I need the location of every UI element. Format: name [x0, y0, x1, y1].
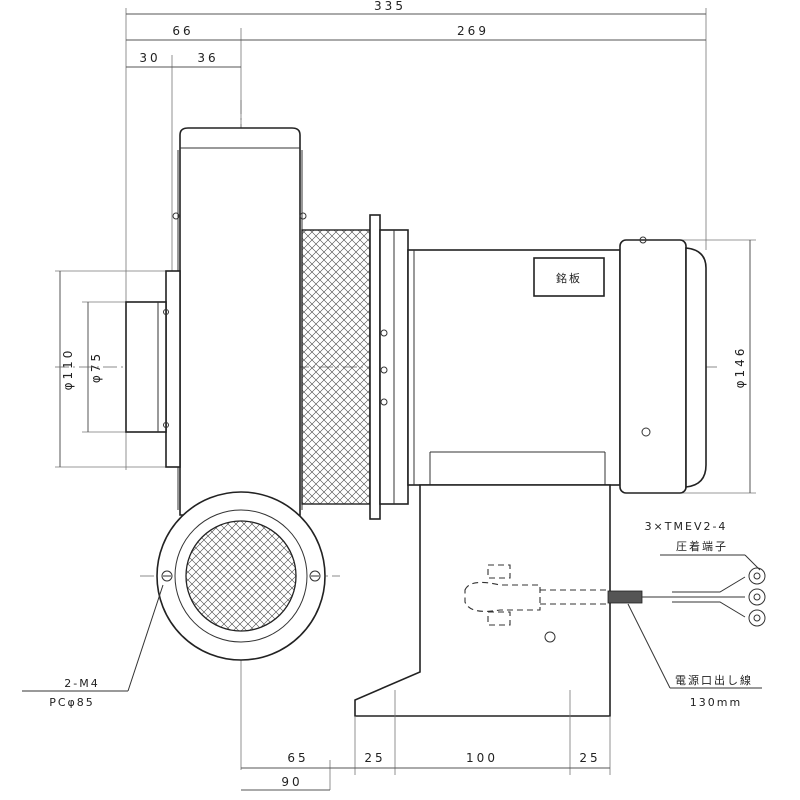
nameplate: 銘板 [533, 257, 605, 297]
dim-inlet-offset-label: 66 [172, 24, 193, 38]
terminal-annotation: 3×TMEV2-4 圧着端子 [645, 520, 761, 571]
dim-dia-146-label: φ146 [733, 346, 747, 389]
mount-pcd-label: PCφ85 [49, 696, 95, 709]
cable-annotation: 電源口出し線 130mm [627, 603, 762, 709]
power-cable [607, 567, 766, 627]
mesh-coupling [301, 214, 409, 520]
mount-annotation: 2-M4 PCφ85 [22, 584, 164, 709]
terminal-spec-label: 3×TMEV2-4 [645, 520, 728, 533]
base-foot [354, 484, 611, 717]
inlet-flange [125, 270, 181, 468]
left-dimensions: φ110 φ75 [55, 270, 180, 468]
dim-base-90-label: 90 [281, 775, 302, 789]
dim-base-65-label: 65 [287, 751, 308, 765]
mount-spec-label: 2-M4 [64, 677, 99, 690]
dim-base-25-left-label: 25 [364, 751, 385, 765]
dim-inlet-a-label: 30 [139, 51, 160, 65]
bottom-dimensions: 65 25 100 25 90 [241, 690, 611, 791]
outlet-flange [156, 491, 326, 661]
dim-inlet-b-label: 36 [197, 51, 218, 65]
dim-base-25-right-label: 25 [579, 751, 600, 765]
nameplate-label: 銘板 [556, 271, 582, 285]
fan-housing [172, 127, 307, 516]
dim-base-100-label: 100 [466, 751, 498, 765]
dim-motor-length-label: 269 [457, 24, 489, 38]
terminal-name-label: 圧着端子 [676, 539, 728, 553]
cable-name-label: 電源口出し線 [675, 673, 753, 687]
right-dimensions: φ146 [680, 239, 756, 494]
dim-dia-110-label: φ110 [61, 348, 75, 391]
cable-length-label: 130mm [690, 696, 742, 709]
dim-overall-label: 335 [374, 0, 406, 13]
dim-dia-75-label: φ75 [89, 351, 103, 383]
